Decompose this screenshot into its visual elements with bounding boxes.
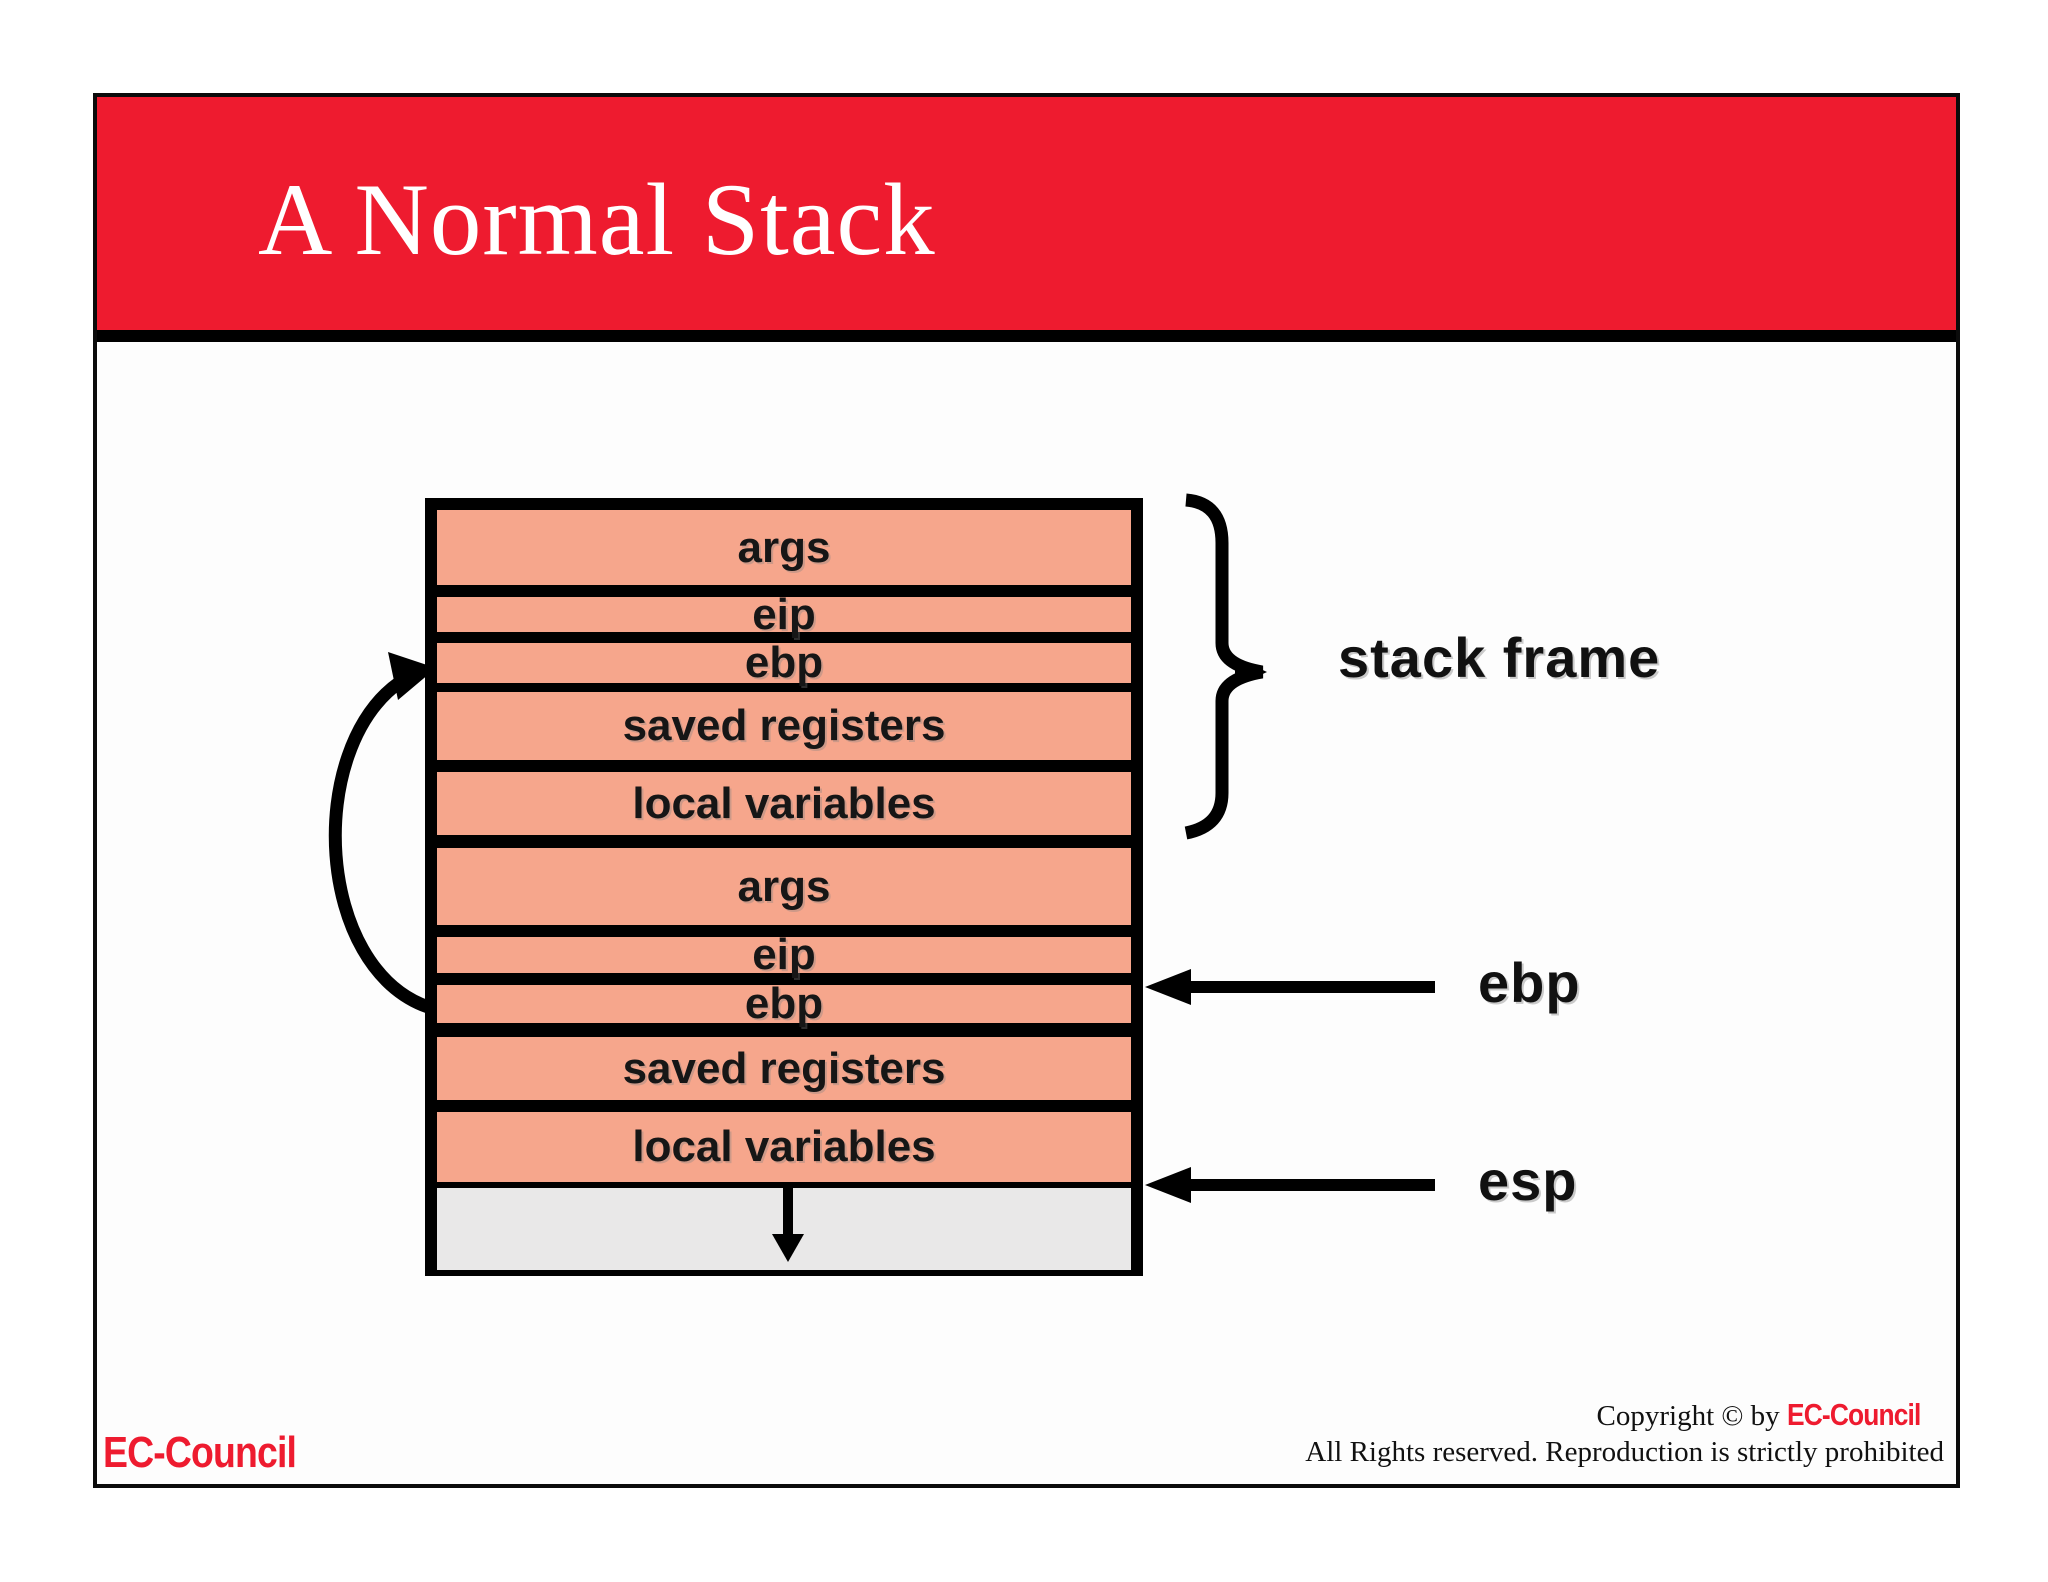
frame-loop-arrow-icon [328,652,436,1014]
copyright-brand: EC-Council [1786,1397,1921,1432]
stack-row-args-1: args [437,510,1131,597]
esp-label: esp [1478,1149,1578,1212]
free-stack-space [437,1188,1131,1270]
stack-row-local-variables-1: local variables [437,772,1131,848]
ec-council-logo: EC-Council [103,1428,297,1477]
stack-row-ebp-2: ebp [437,982,1131,1037]
stack-growth-arrow-icon [772,1188,804,1262]
copyright-prefix: Copyright © by [1596,1400,1787,1432]
stack-frame-brace-icon [1184,493,1267,840]
stack-row-eip-1: eip [437,592,1131,643]
rights-line: All Rights reserved. Reproduction is str… [1305,1436,1944,1468]
esp-pointer-arrow-icon [1145,1167,1435,1203]
ebp-pointer-arrow-icon [1145,969,1435,1005]
copyright-line: Copyright © by EC-Council [1305,1397,1944,1434]
stack-row-saved-registers-2: saved registers [437,1037,1131,1112]
stack-row-eip-2: eip [437,933,1131,985]
ebp-label: ebp [1478,951,1581,1014]
stack-row-local-variables-2: local variables [437,1112,1131,1188]
stack-row-saved-registers-1: saved registers [437,692,1131,772]
stack-diagram: args eip ebp saved registers local varia… [425,498,1143,1276]
stack-frame-label: stack frame [1338,626,1661,689]
copyright-block: Copyright © by EC-Council All Rights res… [1305,1397,1944,1470]
stack-row-args-2: args [437,848,1131,937]
page-title: A Normal Stack [258,163,936,277]
slide: A Normal Stack args eip ebp saved regist… [93,93,1960,1488]
stack-row-ebp-1: ebp [437,641,1131,692]
title-banner: A Normal Stack [97,97,1956,342]
